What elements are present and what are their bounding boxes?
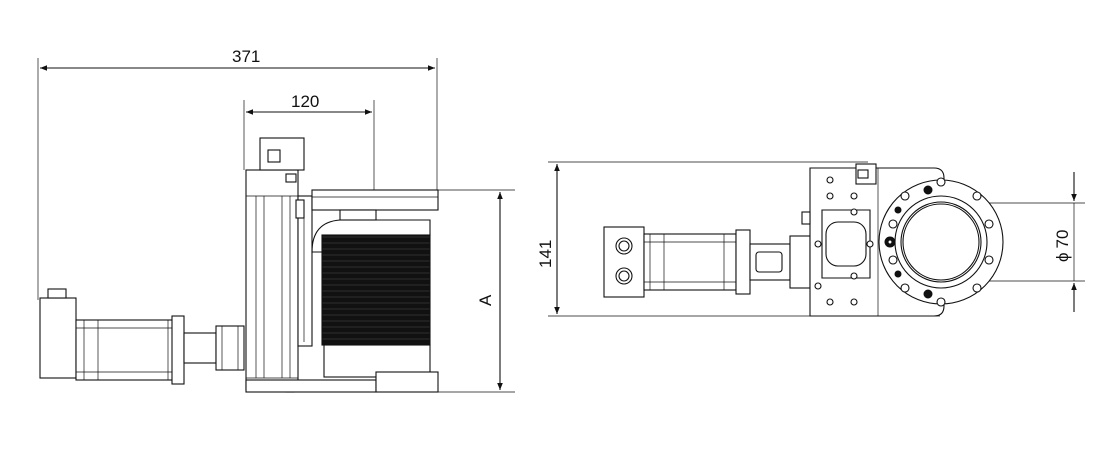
- drive-motor: [39, 288, 245, 385]
- body-bolts: [814, 176, 874, 306]
- dimension-overall-length: 371: [37, 47, 438, 300]
- dimension-side-height-label: 141: [536, 240, 555, 268]
- gate-housing: [311, 189, 439, 393]
- dimension-height-a-label: A: [476, 294, 495, 306]
- flange-bolts: [884, 177, 994, 307]
- side-view: 141 ϕ 70: [536, 161, 1085, 317]
- bellows: [321, 234, 431, 346]
- dimension-height-a: A: [438, 189, 515, 393]
- front-view: 371 120 A: [37, 47, 515, 393]
- dimension-bore-diameter-label: ϕ 70: [1053, 230, 1072, 262]
- flange: [878, 177, 1004, 307]
- side-motor: [603, 226, 811, 298]
- vertical-actuator: [245, 137, 377, 393]
- diameter-value: 70: [1053, 230, 1072, 249]
- dimension-stroke-label: 120: [291, 92, 319, 111]
- diameter-symbol: ϕ: [1053, 252, 1072, 262]
- dimension-overall-length-label: 371: [232, 47, 260, 66]
